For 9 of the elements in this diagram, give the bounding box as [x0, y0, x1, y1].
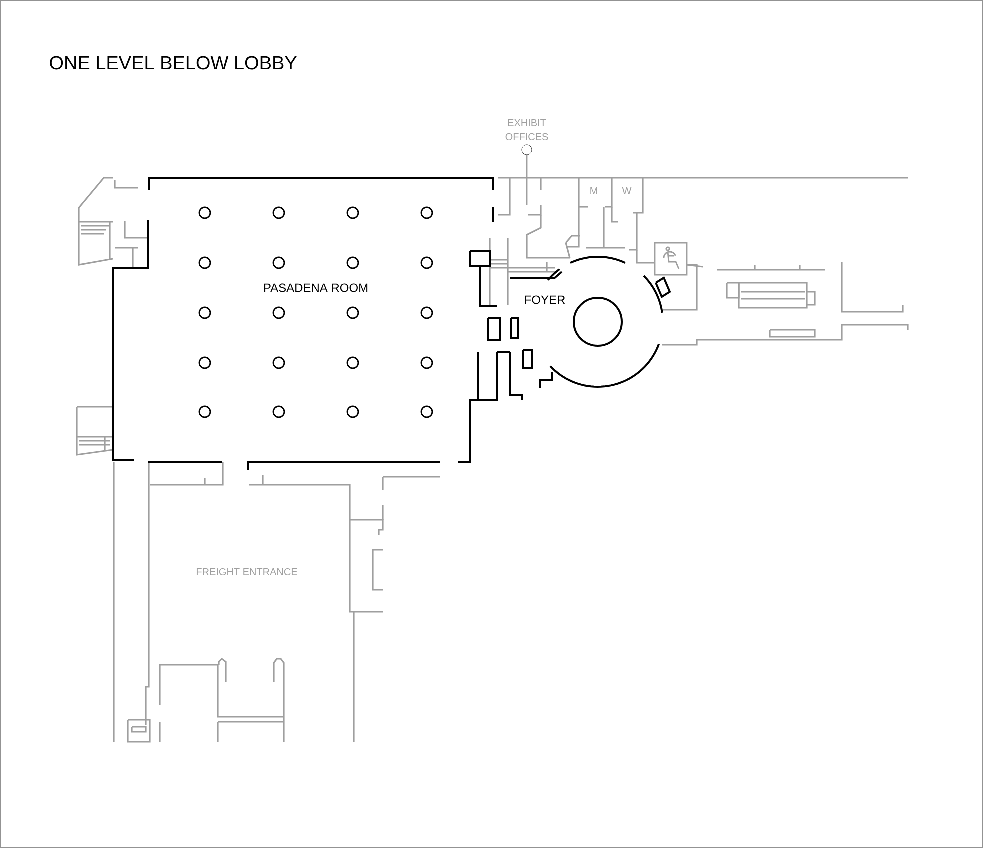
room-label: PASADENA ROOM: [264, 284, 368, 292]
room-label: W: [622, 188, 632, 194]
leader-line: [526, 155, 528, 205]
title: ONE LEVEL BELOW LOBBY: [50, 56, 297, 70]
room-label: M: [590, 188, 598, 194]
room-label: FREIGHT ENTRANCE: [196, 568, 298, 576]
room-label: EXHIBIT OFFICES: [506, 120, 548, 140]
room-label: FOYER: [525, 296, 566, 304]
circle-marker: [522, 144, 532, 156]
